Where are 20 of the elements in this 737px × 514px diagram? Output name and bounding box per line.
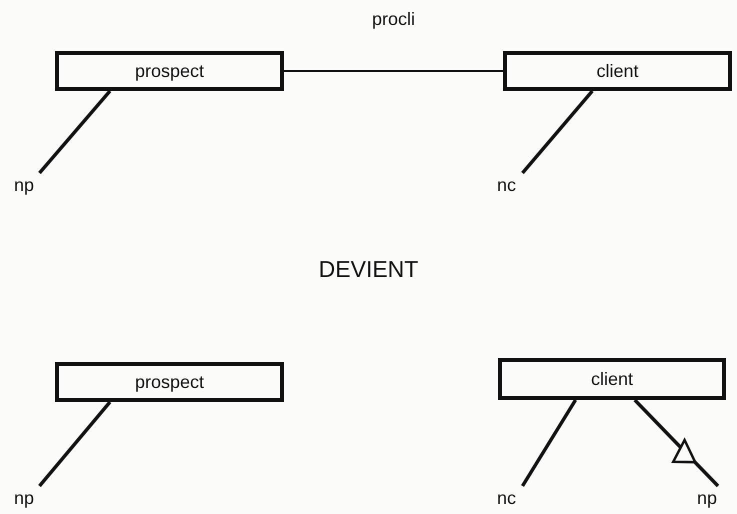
attribute-label: nc xyxy=(497,488,516,508)
entity-name: prospect xyxy=(134,372,204,392)
entity-box xyxy=(498,358,726,400)
connector-line xyxy=(284,70,503,72)
entity-box xyxy=(55,51,284,91)
connector-line xyxy=(521,90,594,174)
heading-text: DEVIENT xyxy=(318,256,418,283)
entity-box xyxy=(55,362,284,402)
entity-box xyxy=(503,51,732,91)
attribute-label: np xyxy=(14,488,34,508)
attribute-label: np xyxy=(14,175,34,195)
attribute-label: np xyxy=(697,488,718,508)
entity-name: client xyxy=(590,368,634,390)
connector-with-triangle xyxy=(634,398,720,488)
connector-line xyxy=(38,90,112,174)
attribute-label: nc xyxy=(497,175,516,195)
entity-name: prospect xyxy=(134,60,204,82)
entity-name: client xyxy=(596,60,639,82)
connector-line xyxy=(38,400,112,488)
connector-line xyxy=(521,399,577,487)
